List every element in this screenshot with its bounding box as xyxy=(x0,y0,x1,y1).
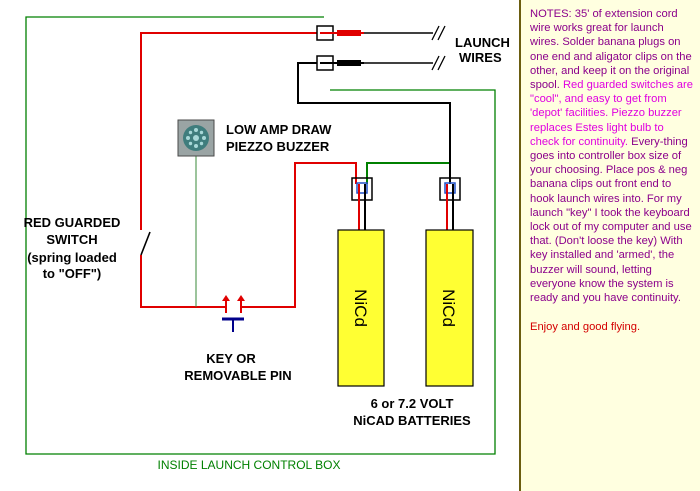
key-label-1: KEY OR xyxy=(206,351,256,366)
notes-closing: Enjoy and good flying. xyxy=(530,321,641,334)
notes-text-part3: Every-thing goes into controller box siz… xyxy=(530,135,692,305)
batteries-label-2: NiCAD BATTERIES xyxy=(353,413,471,428)
launch-wire-end-1 xyxy=(431,25,446,41)
wire-switch-to-key xyxy=(140,255,226,308)
control-box-caption: INSIDE LAUNCH CONTROL BOX xyxy=(158,458,341,472)
batteries-label-1: 6 or 7.2 VOLT xyxy=(371,396,454,411)
switch-label-4: to "OFF") xyxy=(43,266,102,281)
battery-right-label: NiCd xyxy=(439,289,458,327)
key-label-2: REMOVABLE PIN xyxy=(184,368,291,383)
switch-label-1: RED GUARDED xyxy=(24,215,121,230)
wire-switch-to-jack xyxy=(140,32,318,230)
notes-text-part2: Red guarded switches are "cool", and eas… xyxy=(530,79,693,148)
switch-label-2: SWITCH xyxy=(46,232,97,247)
piezzo-buzzer xyxy=(177,119,215,157)
key-pin xyxy=(222,295,245,332)
battery-left xyxy=(337,229,385,387)
battery-left-label: NiCd xyxy=(351,289,370,327)
red-wires xyxy=(140,32,357,308)
guarded-switch xyxy=(140,231,151,256)
notes-panel: NOTES: 35' of extension cord wire works … xyxy=(519,0,700,491)
notes-text-part1: NOTES: 35' of extension cord wire works … xyxy=(530,8,692,92)
battery-connector-left xyxy=(351,177,373,230)
buzzer-label-2: PIEZZO BUZZER xyxy=(226,139,330,154)
wire-key-to-battery xyxy=(241,162,357,308)
wire-battery-link xyxy=(366,162,451,184)
launch-wire-end-2 xyxy=(431,55,446,71)
wiring-diagram: NiCd NiCd LAUNCH WIRES LOW AMP DRAW PIEZ… xyxy=(24,16,510,472)
switch-label-3: (spring loaded xyxy=(27,250,117,265)
launch-wires-label-1: LAUNCH xyxy=(455,35,510,50)
battery-connector-right xyxy=(439,177,461,230)
battery-right xyxy=(425,229,474,387)
control-box-outline xyxy=(25,16,496,455)
jack-negative xyxy=(316,55,433,71)
buzzer-label-1: LOW AMP DRAW xyxy=(226,122,332,137)
jack-positive xyxy=(316,25,433,41)
wire-negative xyxy=(297,62,451,184)
launch-wires-label-2: WIRES xyxy=(459,50,502,65)
